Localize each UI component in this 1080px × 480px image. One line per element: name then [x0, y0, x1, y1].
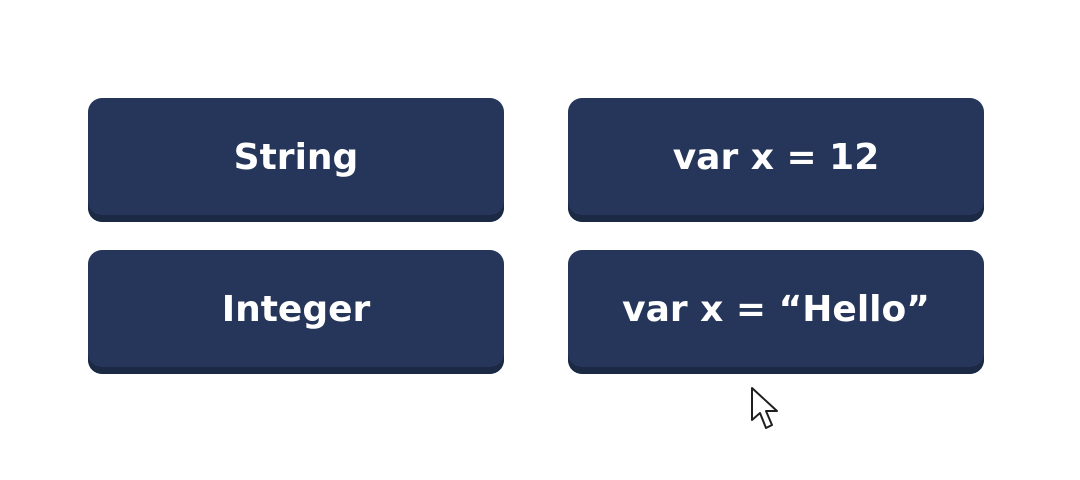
card-var-x-hello[interactable]: var x = “Hello” — [568, 250, 984, 374]
card-string[interactable]: String — [88, 98, 504, 222]
card-var-x-12[interactable]: var x = 12 — [568, 98, 984, 222]
card-integer[interactable]: Integer — [88, 250, 504, 374]
card-label: Integer — [221, 288, 371, 330]
card-label: var x = “Hello” — [622, 288, 930, 330]
card-label: String — [233, 136, 359, 178]
mouse-pointer-icon — [751, 387, 778, 429]
card-label: var x = 12 — [672, 136, 880, 178]
